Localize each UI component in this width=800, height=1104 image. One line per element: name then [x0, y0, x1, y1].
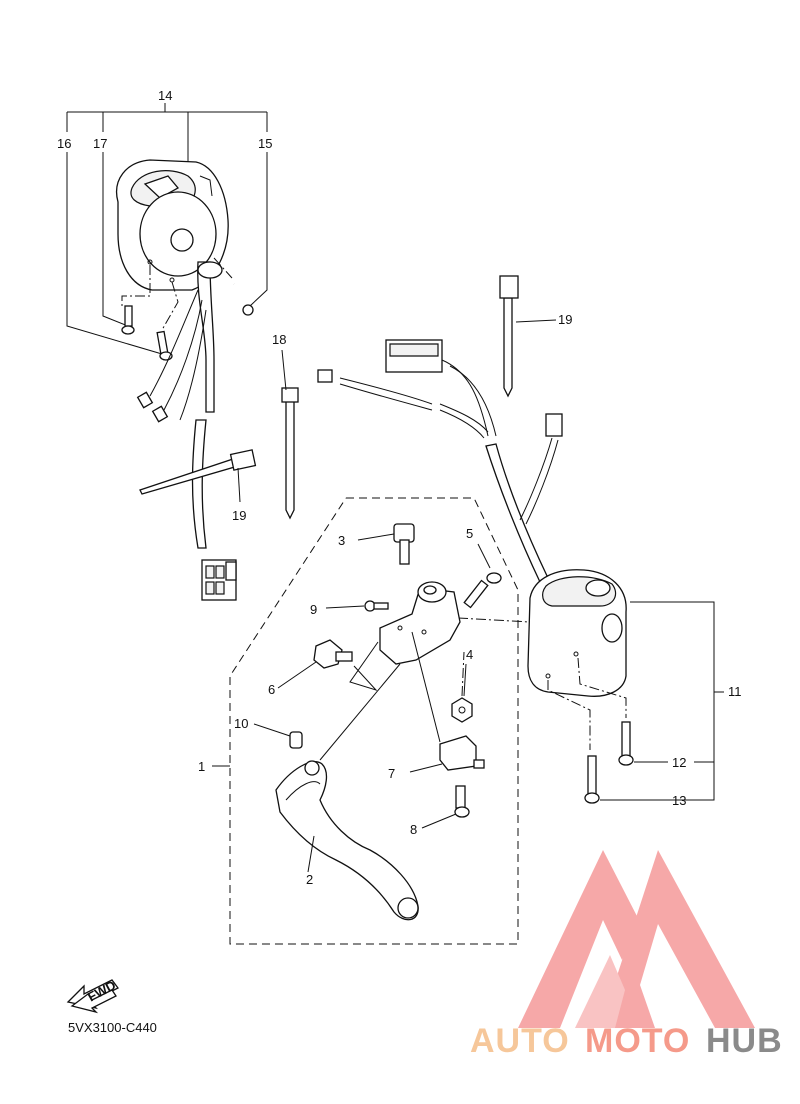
lever-parts: [253, 523, 502, 921]
screw-8: [421, 785, 470, 829]
screw-16: [156, 330, 173, 361]
wire-harness-right: [317, 339, 563, 583]
callout-8: 8: [410, 822, 417, 837]
callout-1: 1: [198, 759, 205, 774]
callout-19-right: 19: [558, 312, 572, 327]
callout-18: 18: [272, 332, 286, 347]
fwd-arrow-icon: FWD: [66, 977, 119, 1014]
cable-tie-19-right: [499, 275, 557, 398]
lever-assembly-outline: [212, 497, 519, 945]
nut-4: [451, 651, 473, 723]
callout-11: 11: [728, 684, 742, 699]
watermark-text-auto: AUTO: [470, 1022, 570, 1060]
cable-tie-18: [281, 349, 299, 520]
cable-tie-19-left: [139, 449, 257, 503]
left-switch-assembly: [66, 103, 268, 601]
diagram-code: 5VX3100-C440: [68, 1020, 157, 1035]
right-switch-assembly: [457, 569, 724, 804]
callout-16: 16: [57, 136, 71, 151]
bolt-6: [277, 639, 379, 692]
screw-15: [232, 283, 254, 316]
callouts: 14 16 17 15 18 19 19 3 5 9 4 6 10 1 7 8 …: [57, 88, 742, 887]
callout-4: 4: [466, 647, 473, 662]
callout-5: 5: [466, 526, 473, 541]
screw-13: [584, 755, 600, 804]
watermark-logo: [518, 850, 755, 1028]
callout-3: 3: [338, 533, 345, 548]
lever-holder: [379, 581, 461, 665]
screw-5: [463, 543, 502, 609]
callout-6: 6: [268, 682, 275, 697]
switch-connector-left: [201, 559, 237, 601]
callout-17: 17: [93, 136, 107, 151]
screw-9: [325, 600, 389, 612]
watermark-text-moto: MOTO: [585, 1022, 690, 1060]
switch-7: [409, 631, 485, 773]
callout-13: 13: [672, 793, 686, 808]
screw-12: [618, 721, 634, 766]
callout-9: 9: [310, 602, 317, 617]
screw-17: [121, 305, 135, 335]
callout-14: 14: [158, 88, 172, 103]
callout-19-left: 19: [232, 508, 246, 523]
callout-10: 10: [234, 716, 248, 731]
watermark-text: AUTO MOTO HUB: [470, 1022, 783, 1060]
callout-15: 15: [258, 136, 272, 151]
watermark-text-hub: HUB: [706, 1022, 783, 1060]
callout-12: 12: [672, 755, 686, 770]
callout-2: 2: [306, 872, 313, 887]
lever-2: [275, 663, 419, 921]
bolt-3: [357, 523, 415, 565]
pin-10: [253, 723, 303, 749]
callout-7: 7: [388, 766, 395, 781]
